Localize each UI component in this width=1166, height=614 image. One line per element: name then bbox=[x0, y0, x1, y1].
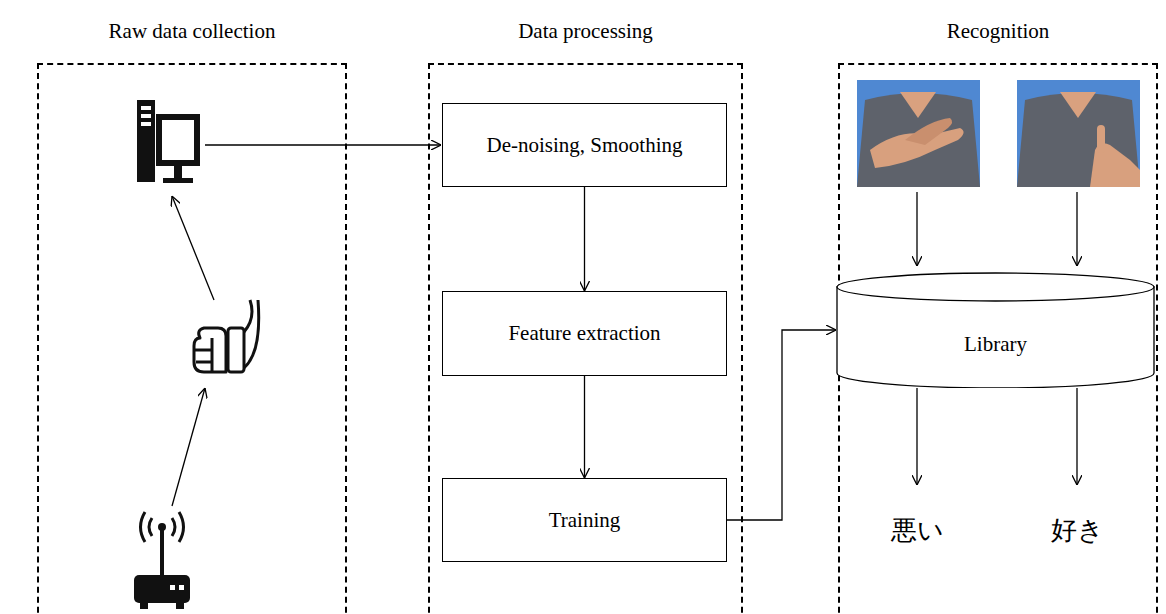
stage-title: Data processing bbox=[430, 19, 741, 44]
process-box: Feature extraction bbox=[442, 291, 727, 376]
flow-arrow bbox=[172, 388, 205, 506]
flow-arrow bbox=[916, 192, 917, 266]
output-word: 悪い bbox=[891, 513, 944, 548]
cylinder-outline bbox=[836, 272, 1155, 388]
node-label: Feature extraction bbox=[508, 321, 660, 346]
stage-region: RecognitionLibrary悪い好き bbox=[838, 63, 1158, 614]
router-icon bbox=[134, 512, 190, 609]
flow-arrow bbox=[584, 376, 585, 478]
node-label: De-noising, Smoothing bbox=[486, 133, 682, 158]
flow-arrow bbox=[584, 187, 585, 291]
cylinder-top bbox=[837, 273, 1154, 301]
glove-icon bbox=[194, 300, 259, 372]
output-word: 好き bbox=[1051, 513, 1104, 548]
sign-photo bbox=[857, 80, 980, 187]
flow-arrow bbox=[205, 144, 441, 145]
stage-region: Data processingDe-noising, SmoothingFeat… bbox=[428, 63, 743, 614]
flow-arrow bbox=[172, 196, 214, 300]
stage-title: Recognition bbox=[840, 19, 1156, 44]
sign-photo bbox=[1017, 80, 1140, 187]
computer-icon bbox=[137, 100, 200, 183]
flow-arrow bbox=[1076, 192, 1077, 266]
node-label: Training bbox=[549, 508, 621, 533]
stage-region: Raw data collection bbox=[37, 63, 347, 614]
output-word: 好き bbox=[1037, 485, 1117, 575]
process-box: De-noising, Smoothing bbox=[442, 103, 727, 187]
library-cylinder: Library bbox=[836, 272, 1155, 388]
process-box: Training bbox=[442, 478, 727, 562]
node-label: Library bbox=[964, 332, 1027, 357]
flow-arrow bbox=[727, 330, 836, 520]
output-word: 悪い bbox=[877, 485, 957, 575]
flow-arrow bbox=[1076, 388, 1077, 485]
cylinder-body bbox=[837, 287, 1154, 388]
flow-arrow bbox=[916, 388, 917, 485]
stage-title: Raw data collection bbox=[39, 19, 345, 44]
